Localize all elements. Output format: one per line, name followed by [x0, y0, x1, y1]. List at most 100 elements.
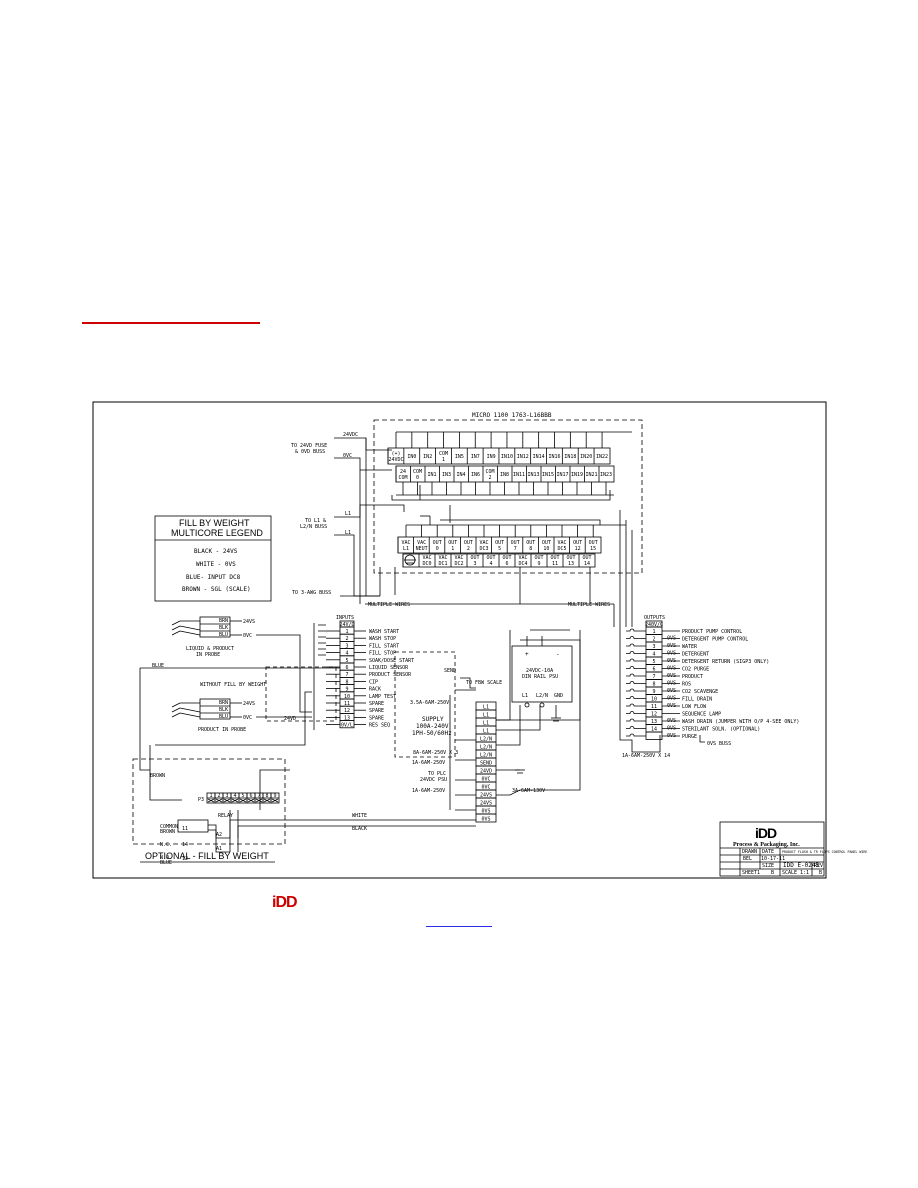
- label-brown2: BROWN: [160, 829, 175, 835]
- output-wire: [626, 658, 646, 662]
- label-common: COMMON: [160, 824, 178, 830]
- psu-terminal-label: 24VS: [480, 793, 492, 799]
- label-send: SEND: [444, 668, 456, 674]
- psu-dashed-area: [394, 651, 456, 758]
- plc-output-bot-1-sub: DC0: [422, 561, 431, 567]
- probe-2-conn-0vc: 0VC: [243, 715, 252, 721]
- p3-pin-label: 6: [249, 793, 252, 799]
- psu-terminal-label: L1: [483, 705, 489, 711]
- label-t11: 11: [182, 826, 188, 832]
- multicore-legend: FILL BY WEIGHT MULTICORE LEGEND BLACK - …: [154, 515, 272, 602]
- plc-output-bot-5-sub: 4: [489, 561, 492, 567]
- output-wire: [626, 643, 646, 647]
- output-label: PRODUCT PUMP CONTROL: [682, 629, 742, 635]
- plc-input-bot-6: COM: [485, 469, 494, 475]
- output-wire: [626, 696, 646, 699]
- title-block-sheet-label: SHEET: [742, 870, 757, 876]
- plc-input-bot-8: IN11: [513, 472, 525, 478]
- label-24vdc: 24VDC: [343, 432, 358, 438]
- input-label: CIP: [369, 679, 378, 685]
- plc-output-bot-6-sub: 6: [505, 561, 508, 567]
- p3-pin-symbol: [223, 798, 231, 803]
- output-label: FILL DRAIN: [682, 697, 712, 703]
- plc-output-top-2-sub: 0: [436, 546, 439, 552]
- label-multiple-wires-2: MULTIPLE WIRES: [568, 602, 610, 608]
- p3-pin-symbol: [247, 798, 255, 803]
- input-terminal-num: 10: [344, 694, 350, 700]
- psu-terminal-label: 0VC: [481, 777, 490, 783]
- plc-output-top-11: OUT: [573, 540, 582, 546]
- p3-pin-label: 3: [225, 793, 228, 799]
- plc-output-top-9-sub: 10: [543, 546, 549, 552]
- output-terminal-num: 7: [652, 674, 655, 680]
- p3-pin-symbol: [263, 798, 271, 803]
- title-block-drawn-label: DRAWN: [742, 849, 757, 855]
- plc-output-terminals: VACL1VACNEUTOUT0OUT1OUT2VACDC3OUT5OUT7OU…: [397, 524, 626, 568]
- plc-output-top-12-sub: 15: [590, 546, 596, 552]
- input-label: LAMP TEST: [369, 694, 396, 700]
- input-label: LIQUID SENSOR: [369, 665, 409, 671]
- plc-output-top-12: OUT: [589, 540, 598, 546]
- label-black: BLACK: [352, 826, 367, 832]
- input-terminal-num: 1: [345, 629, 348, 635]
- p3-pin-symbol: [255, 798, 263, 803]
- plc-input-top-7: IN10: [501, 454, 513, 460]
- label-l2n-buss: L2/N BUSS: [300, 524, 327, 530]
- label-t14: 14: [182, 842, 188, 848]
- output-terminal-num: 5: [652, 659, 655, 665]
- label-cable-4: 1A-6AM-250V: [412, 788, 445, 794]
- p3-pin-symbol: [231, 798, 239, 803]
- probe-1-wire-blu: BLU: [219, 632, 228, 638]
- output-wire: [626, 733, 646, 737]
- output-wire: [626, 726, 646, 729]
- plc-input-top-10: IN16: [548, 454, 560, 460]
- plc-output-bot-9: OUT: [550, 555, 559, 561]
- label-24vd: 24VD: [284, 716, 296, 722]
- output-terminal-num: 13: [651, 719, 657, 725]
- output-label: DETERGENT PUMP CONTROL: [682, 637, 748, 643]
- plc-input-bot-14: IN23: [600, 472, 612, 478]
- optional-title: OPTIONAL - FILL BY WEIGHT: [145, 851, 269, 861]
- input-terminal-num: 4: [345, 651, 348, 657]
- input-terminal-num: 6: [345, 665, 348, 671]
- input-wires: [139, 623, 340, 801]
- plc-output-top-9: OUT: [542, 540, 551, 546]
- plc-output-top-3: OUT: [448, 540, 457, 546]
- p3-pin-label: 8: [265, 793, 268, 799]
- psu-wires: [449, 629, 581, 811]
- ground-symbol: [404, 554, 416, 566]
- input-label: FILL START: [369, 643, 399, 649]
- probe-2-wire-blk: BLK: [219, 707, 228, 713]
- output-wire: [626, 718, 646, 722]
- label-multiple-wires-1: MULTIPLE WIRES: [368, 602, 410, 608]
- p3-pin-label: 2: [217, 793, 220, 799]
- title-block-date: 10-17-11: [761, 856, 785, 862]
- footer-link-underline[interactable]: [426, 926, 492, 927]
- outputs-title: OUTPUTS: [644, 615, 665, 621]
- label-supply-2: 100A-240V: [416, 723, 449, 730]
- plc-output-top-10: VAC: [557, 540, 566, 546]
- legend-title-2: MULTICORE LEGEND: [171, 528, 263, 538]
- plc-input-bot-5: IN6: [471, 472, 480, 478]
- plc-input-top-0: (+): [391, 451, 400, 457]
- title-block-date-label: DATE: [762, 849, 774, 855]
- title-block-scale: 1:1: [800, 870, 809, 876]
- legend-line-2: WHITE - 0VS: [196, 561, 236, 568]
- input-label: WASH START: [369, 629, 399, 635]
- main-psu: 24VDC-10A DIN RAIL PSU L1 L2/N GND + -: [511, 645, 573, 722]
- p3-pin-label: 7: [257, 793, 260, 799]
- plc-input-top-0-sub: 24VDC: [388, 457, 403, 463]
- p3-pin-symbol: [239, 798, 247, 803]
- input-terminal-num: 0V/L: [341, 723, 353, 729]
- plc-output-top-3-sub: 1: [451, 546, 454, 552]
- input-label: FILL STOP: [369, 651, 396, 657]
- title-block-dwg: IDD E-0245: [783, 862, 820, 869]
- plc-input-top-11: IN18: [564, 454, 576, 460]
- label-to-fbw: TO FBW SCALE: [466, 680, 502, 686]
- input-terminal-num: 12: [344, 708, 350, 714]
- title-block-scale-label: SCALE: [782, 870, 797, 876]
